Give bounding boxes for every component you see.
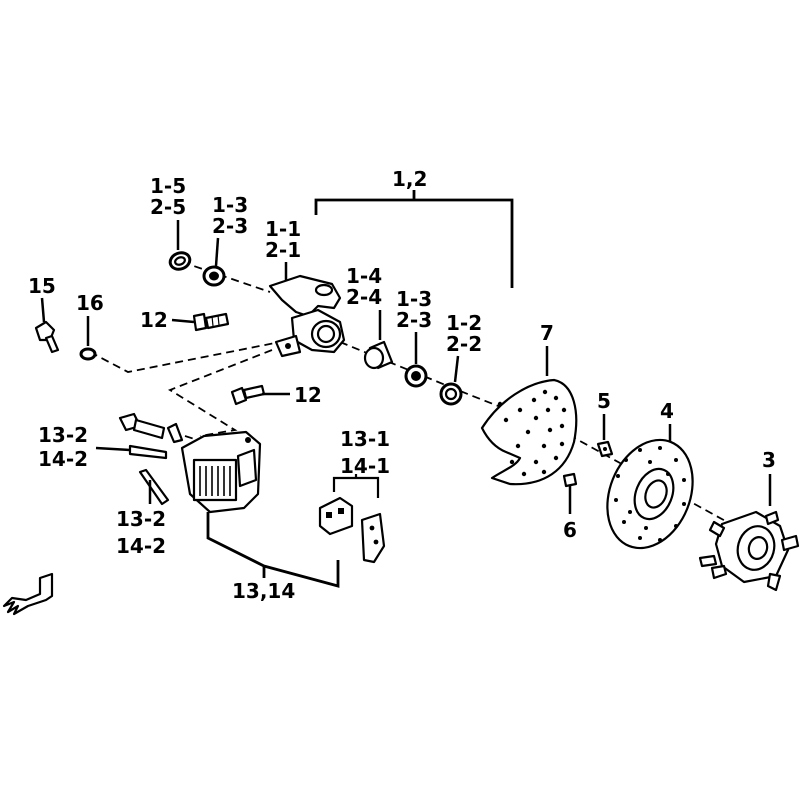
label-2-4: 2-4 [346, 285, 382, 309]
label-6: 6 [563, 518, 577, 542]
label-group-13-14: 13,14 [232, 579, 295, 603]
part-brake-pads-13-1: 13-1 14-1 [318, 427, 390, 564]
label-14-2-top: 14-2 [38, 447, 88, 471]
caliper-fins [199, 466, 231, 496]
label-1-4: 1-4 [346, 264, 382, 288]
part-washer-16: 16 [76, 291, 104, 361]
part-bolt-12-top: 12 [140, 308, 230, 332]
label-12-bottom: 12 [294, 383, 322, 407]
part-bolt-12-bottom: 12 [230, 383, 322, 407]
front-arrow-icon [2, 572, 54, 616]
group-bracket-13-14: 13,14 [206, 512, 340, 603]
label-5: 5 [597, 389, 611, 413]
part-guard-plate-7: 7 [480, 321, 578, 486]
label-2-2: 2-2 [446, 332, 482, 356]
part-caliper-13-14 [118, 412, 262, 514]
label-14-2-bottom: 14-2 [116, 534, 166, 558]
label-1-5: 1-5 [150, 174, 186, 198]
group-bracket-1-2: 1,2 [314, 167, 514, 288]
label-1-1: 1-1 [265, 217, 301, 241]
part-brake-disc-4: 4 [606, 399, 694, 550]
part-bolt-15: 15 [28, 274, 60, 354]
label-13-2-top: 13-2 [38, 423, 88, 447]
label-13-1: 13-1 [340, 427, 390, 451]
part-knuckle-1-1: 1-1 2-1 [265, 217, 346, 358]
label-2-3-mid: 2-3 [396, 308, 432, 332]
part-bolt-5: 5 [596, 389, 614, 458]
guard-holes [497, 389, 567, 477]
label-group-1-2: 1,2 [392, 167, 427, 191]
part-bolt-6: 6 [562, 472, 578, 542]
part-bearing-1-3-mid: 1-3 2-3 [396, 287, 432, 388]
part-spacer-1-4: 1-4 2-4 [346, 264, 394, 370]
label-13-2-bottom: 13-2 [116, 507, 166, 531]
part-seal-1-5: 1-5 2-5 [150, 174, 192, 271]
label-4: 4 [660, 399, 674, 423]
label-1-3-mid: 1-3 [396, 287, 432, 311]
label-16: 16 [76, 291, 104, 315]
label-7: 7 [540, 321, 554, 345]
label-1-3-top: 1-3 [212, 193, 248, 217]
label-1-2: 1-2 [446, 311, 482, 335]
label-2-1: 2-1 [265, 238, 301, 262]
label-15: 15 [28, 274, 56, 298]
part-bearing-1-3-top: 1-3 2-3 [202, 193, 248, 287]
label-2-3-top: 2-3 [212, 214, 248, 238]
part-pin-13-2-top: 13-2 14-2 [38, 423, 168, 471]
disc-holes [614, 446, 686, 542]
label-14-1: 14-1 [340, 454, 390, 478]
part-seal-1-2: 1-2 2-2 [439, 311, 482, 406]
part-pin-13-2-bottom: 13-2 14-2 [116, 468, 170, 558]
part-hub-3: 3 [698, 448, 800, 592]
label-12-top: 12 [140, 308, 168, 332]
label-3: 3 [762, 448, 776, 472]
label-2-5: 2-5 [150, 195, 186, 219]
